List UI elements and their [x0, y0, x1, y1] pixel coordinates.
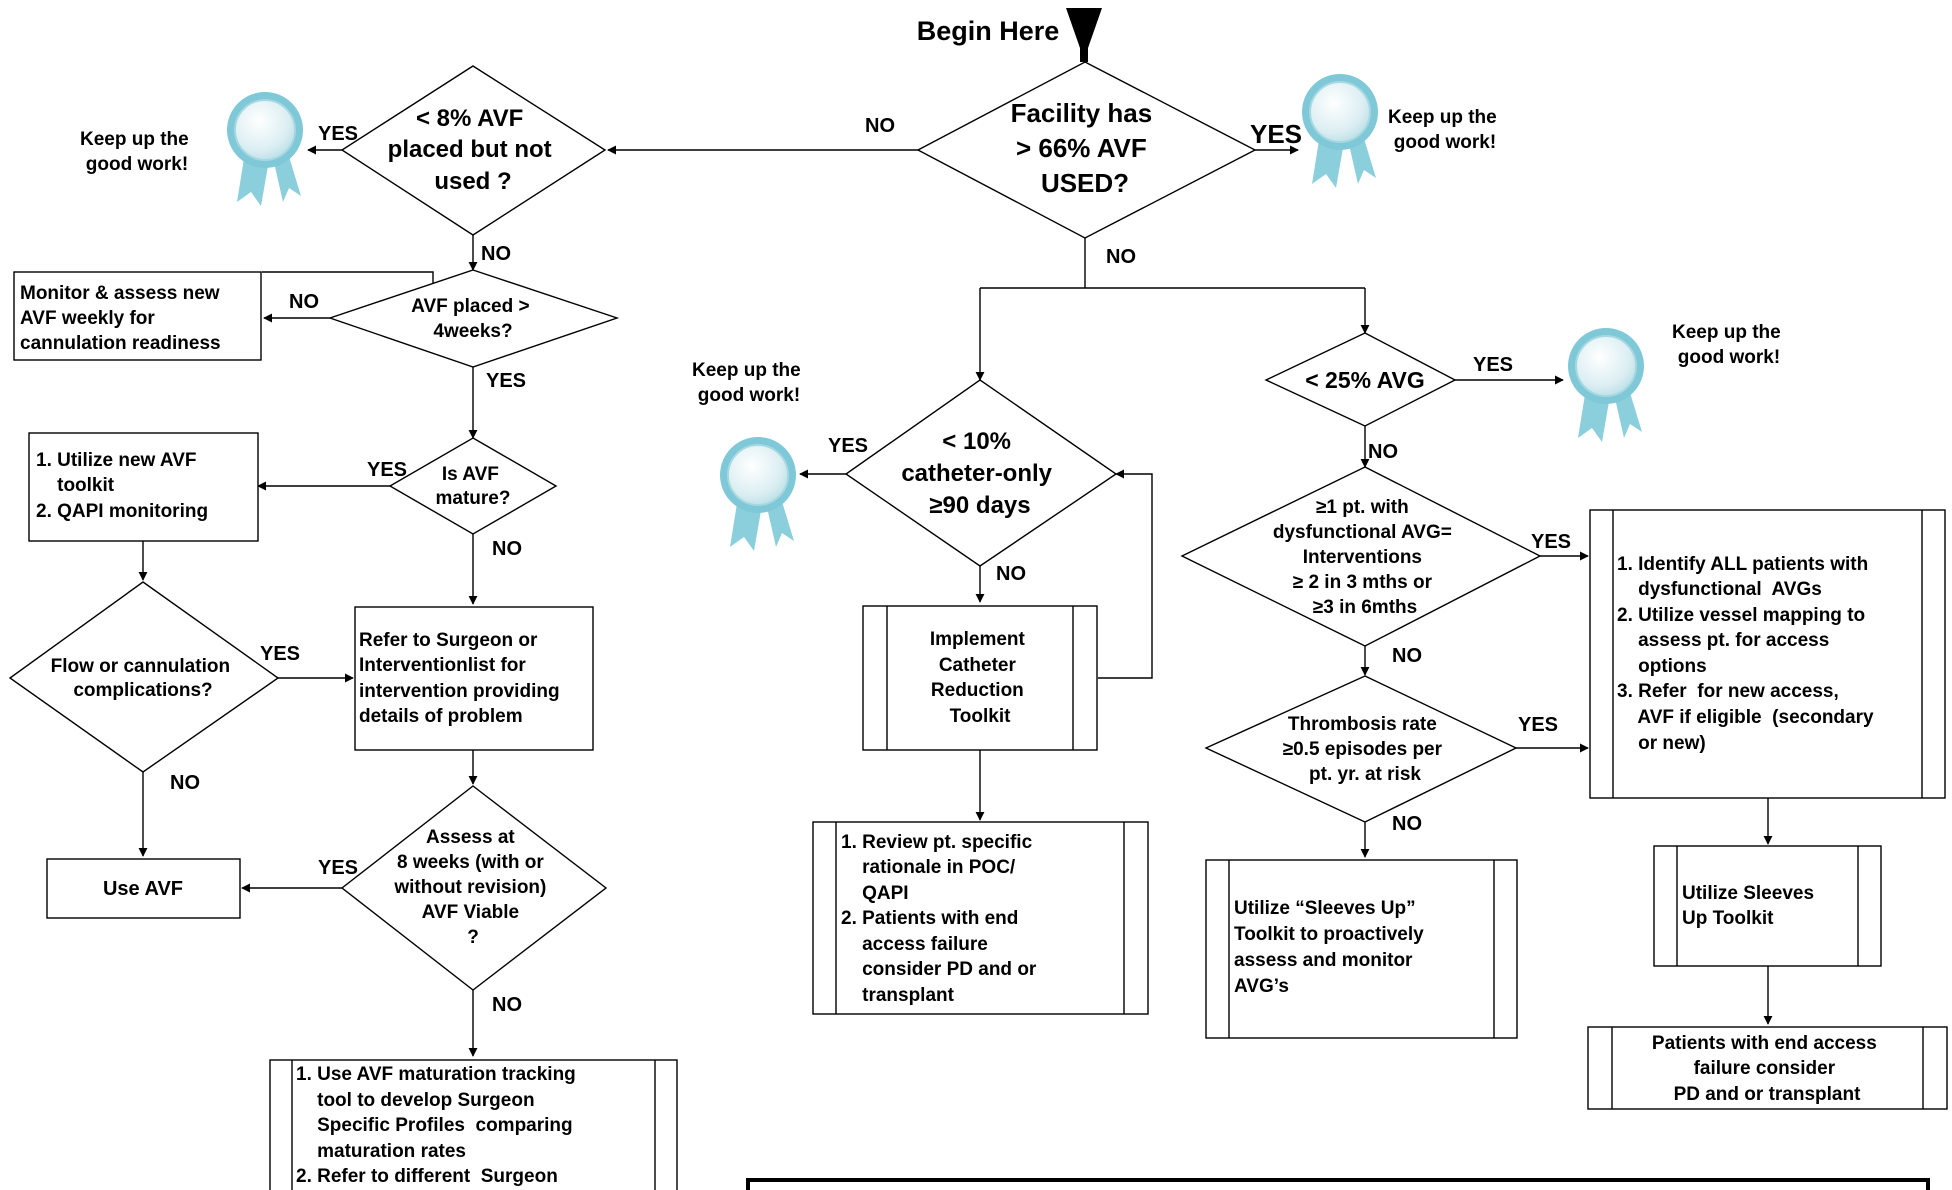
process-text: Implement Catheter Reduction Toolkit [930, 629, 1030, 727]
decision-avf-placed-4weeks: AVF placed > 4weeks? [327, 269, 620, 368]
edge-catheter-loop [1098, 469, 1153, 679]
decision-catheter-only: < 10% catheter-only ≥90 days [844, 379, 1118, 567]
decision-text: < 10% catheter-only ≥90 days [901, 428, 1058, 519]
process-review-poc: 1. Review pt. specific rationale in POC/… [0, 0, 1149, 1015]
label-yes: YES [828, 435, 868, 457]
process-text: 1. Review pt. specific rationale in POC/… [0, 0, 1073, 1006]
award-ribbon-icon [1568, 328, 1644, 442]
process-identify-avg-patients: 1. Identify ALL patients with dysfunctio… [1589, 509, 1946, 799]
decision-text: AVF placed > 4weeks? [411, 296, 535, 342]
award-ribbons [227, 74, 1644, 551]
label-no: NO [996, 563, 1026, 585]
label-no: NO [492, 538, 522, 560]
praise-text: Keep up the good work! [1672, 322, 1786, 368]
label-no: NO [1392, 813, 1422, 835]
decision-text: Flow or cannulation complications? [51, 656, 236, 701]
label-no: NO [1392, 645, 1422, 667]
label-yes: YES [1531, 531, 1571, 553]
process-text: 1. Identify ALL patients with dysfunctio… [1617, 554, 1874, 754]
decision-text: Assess at 8 weeks (with or without revis… [393, 827, 551, 948]
praise-text: Keep up the good work! [692, 360, 806, 406]
process-use-avf: Use AVF [46, 858, 241, 919]
footer-box [746, 1178, 1930, 1190]
decision-text: < 8% AVF placed but not used ? [388, 105, 559, 195]
process-maturation-tracking: 1. Use AVF maturation tracking tool to d… [0, 0, 678, 1190]
label-yes: YES [367, 459, 407, 481]
process-refer-surgeon: Refer to Surgeon or Interventionlist for… [354, 606, 594, 751]
label-yes: YES [1250, 119, 1302, 149]
process-utilize-avf-toolkit: 1. Utilize new AVF toolkit 2. QAPI monit… [0, 0, 259, 542]
award-ribbon-icon [720, 437, 796, 551]
award-ribbon-icon [1302, 74, 1378, 188]
process-text: Refer to Surgeon or Interventionlist for… [359, 630, 565, 727]
praise-texts: Keep up the good work! Keep up the good … [80, 107, 1786, 406]
begin-here-label: Begin Here [917, 16, 1060, 46]
decision-text: Facility has > 66% AVF USED? [1011, 98, 1160, 198]
decision-dysfunctional-avg: ≥1 pt. with dysfunctional AVG= Intervent… [1180, 466, 1542, 647]
label-yes: YES [260, 643, 300, 665]
edge-monitor-loop [262, 271, 438, 295]
label-yes: YES [1518, 714, 1558, 736]
decision-text: Is AVF mature? [436, 464, 511, 509]
decision-text: < 25% AVG [1305, 367, 1425, 393]
label-yes: YES [486, 370, 526, 392]
process-text: Utilize “Sleeves Up” Toolkit to proactiv… [1234, 898, 1429, 997]
edge-labels: NO YES NO YES NO NO YES YES NO YES NO YE… [170, 115, 1571, 1016]
decision-avg-25: < 25% AVG [1264, 332, 1457, 427]
process-text: 1. Use AVF maturation tracking tool to d… [0, 0, 613, 1187]
decision-flow-cannulation: Flow or cannulation complications? [8, 581, 280, 773]
begin-here: Begin Here [917, 8, 1102, 62]
connectors [138, 145, 1773, 1057]
process-text: Monitor & assess new AVF weekly for cann… [20, 283, 225, 354]
praise-text: Keep up the good work! [1388, 107, 1502, 153]
label-no: NO [170, 772, 200, 794]
decision-text: Thrombosis rate ≥0.5 episodes per pt. yr… [1283, 714, 1448, 785]
label-no: NO [1368, 441, 1398, 463]
process-text: Utilize Sleeves Up Toolkit [1682, 883, 1819, 929]
process-catheter-toolkit: Implement Catheter Reduction Toolkit [862, 605, 1098, 751]
decision-avf-placed-not-used: < 8% AVF placed but not used ? [340, 65, 607, 236]
label-no: NO [865, 115, 895, 137]
process-sleeves-up: Utilize Sleeves Up Toolkit [1653, 845, 1882, 967]
label-no: NO [481, 243, 511, 265]
process-text: Use AVF [103, 878, 183, 900]
decision-avf-mature: Is AVF mature? [388, 437, 558, 535]
label-no: NO [289, 291, 319, 313]
award-ribbon-icon [227, 92, 303, 206]
label-yes: YES [318, 857, 358, 879]
process-end-access-failure: Patients with end access failure conside… [1587, 1026, 1948, 1110]
process-text: 1. Utilize new AVF toolkit 2. QAPI monit… [0, 0, 234, 522]
praise-text: Keep up the good work! [80, 129, 194, 175]
decision-assess-8-weeks: Assess at 8 weeks (with or without revis… [340, 785, 608, 991]
decision-text: ≥1 pt. with dysfunctional AVG= Intervent… [1273, 497, 1457, 618]
start-marker-icon [1066, 8, 1102, 62]
label-no: NO [1106, 246, 1136, 268]
process-sleeves-up-proactive: Utilize “Sleeves Up” Toolkit to proactiv… [1205, 859, 1518, 1039]
decision-thrombosis-rate: Thrombosis rate ≥0.5 episodes per pt. yr… [1204, 675, 1518, 823]
process-text: Patients with end access failure conside… [1652, 1033, 1882, 1105]
process-monitor-new-avf: Monitor & assess new AVF weekly for cann… [13, 271, 262, 361]
label-no: NO [492, 994, 522, 1016]
label-yes: YES [1473, 354, 1513, 376]
label-yes: YES [318, 123, 358, 145]
decision-facility-avf-used: Facility has > 66% AVF USED? [916, 61, 1257, 239]
